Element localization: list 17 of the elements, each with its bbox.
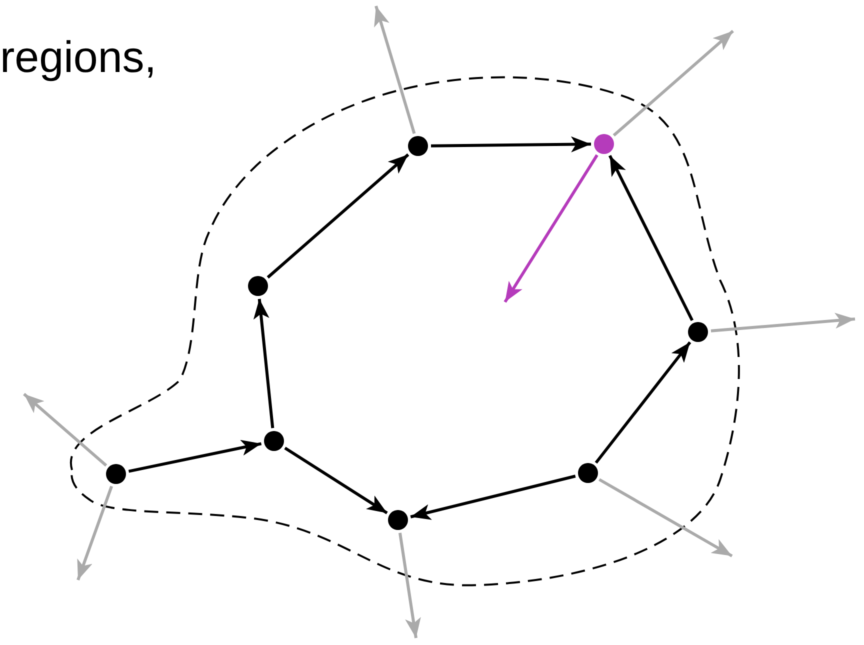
arrow bbox=[594, 341, 692, 464]
arrow bbox=[128, 440, 262, 473]
arrow bbox=[266, 153, 410, 279]
arrow bbox=[374, 6, 416, 134]
arrow bbox=[284, 446, 388, 514]
caption-text: regions, bbox=[0, 36, 157, 80]
arrow bbox=[23, 392, 108, 467]
arrow bbox=[430, 136, 592, 152]
arrow bbox=[76, 486, 114, 580]
arrow bbox=[410, 474, 576, 520]
arrow bbox=[612, 30, 734, 137]
arrow bbox=[398, 532, 421, 638]
arrow bbox=[608, 154, 694, 322]
arrow bbox=[504, 154, 598, 303]
arrow bbox=[253, 298, 274, 428]
arrow bbox=[710, 312, 856, 332]
arrow bbox=[598, 478, 733, 558]
